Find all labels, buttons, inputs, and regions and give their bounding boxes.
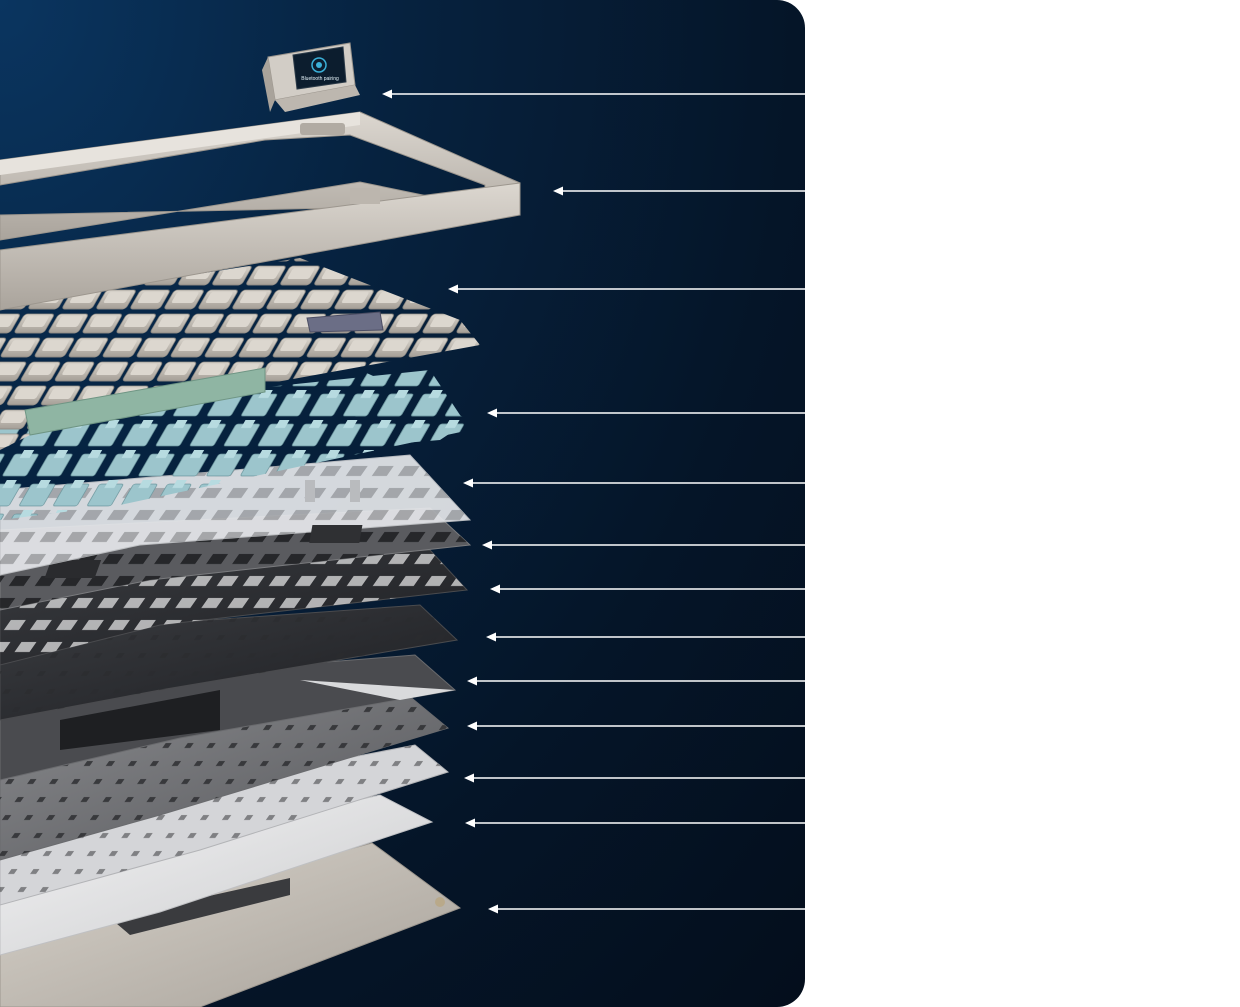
right-blank-panel — [805, 0, 1240, 1007]
bluetooth-icon — [311, 57, 327, 73]
bottom-foam-layer — [0, 744, 450, 906]
callout-display-arrowhead — [382, 89, 392, 99]
callout-lines — [382, 89, 805, 914]
display-screen-text: Bluetooth pairing — [301, 76, 339, 82]
callout-bottom-foam-arrowhead — [464, 773, 474, 783]
callout-pcb-film-arrowhead — [467, 676, 477, 686]
callout-plate-foam-arrowhead — [486, 632, 496, 642]
callout-switches-arrowhead — [487, 408, 497, 418]
exploded-keyboard-illustration: Bluetooth pairing — [0, 42, 805, 1007]
display-module: Bluetooth pairing — [262, 42, 360, 112]
callout-top-frame-arrowhead — [553, 186, 563, 196]
bottom-case-layer — [0, 842, 462, 1007]
keycaps-layer — [0, 258, 480, 450]
callout-case-foam-arrowhead — [465, 818, 475, 828]
callout-pcb-arrowhead — [467, 721, 477, 731]
exploded-view-card: Bluetooth pairing — [0, 0, 805, 1007]
callout-switch-pad-arrowhead — [482, 540, 492, 550]
callout-stabilizer-plate-arrowhead — [463, 478, 473, 488]
callout-keycaps-arrowhead — [448, 284, 458, 294]
case-foam-layer — [0, 794, 434, 956]
callout-bottom-case-arrowhead — [488, 904, 498, 914]
callout-plate-arrowhead — [490, 584, 500, 594]
top-frame-layer — [0, 111, 521, 311]
